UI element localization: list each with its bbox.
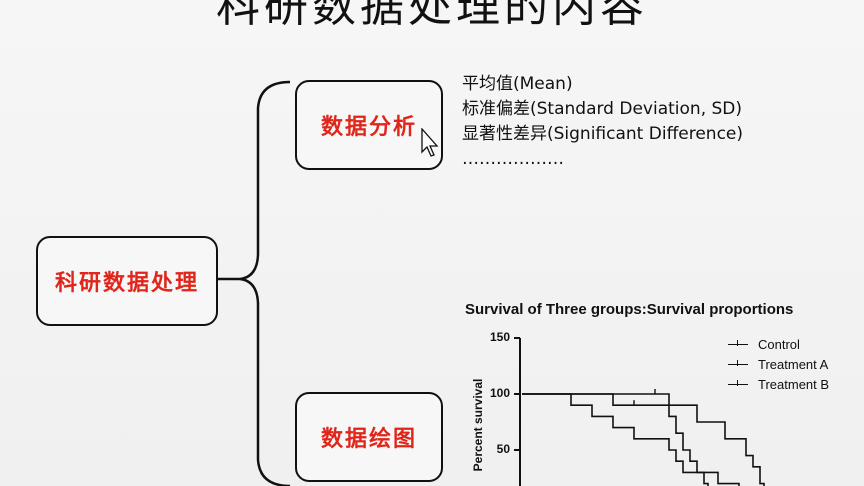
series-line-2 [522, 393, 765, 486]
legend-marker-icon [728, 339, 748, 349]
legend-marker-icon [728, 379, 748, 389]
legend-marker-icon [728, 359, 748, 369]
legend-label-control: Control [758, 336, 800, 352]
analysis-node[interactable]: 数据分析 [295, 80, 443, 170]
series-line-1 [522, 393, 709, 486]
mouse-pointer-icon [421, 128, 439, 157]
plotting-node[interactable]: 数据绘图 [295, 392, 443, 482]
root-node: 科研数据处理 [36, 236, 218, 326]
metric-ellipsis: ……………… [462, 149, 564, 169]
legend-item-treatment-b: Treatment B [728, 374, 829, 394]
y-tick-label: 100 [489, 386, 510, 400]
metric-mean: 平均值(Mean) [462, 74, 573, 94]
legend-label-treatment-b: Treatment B [758, 376, 830, 392]
legend-item-treatment-a: Treatment A [728, 354, 829, 374]
metric-sd: 标准偏差(Standard Deviation, SD) [462, 99, 743, 119]
y-tick-label: 150 [489, 330, 510, 344]
legend-label-treatment-a: Treatment A [758, 356, 829, 372]
root-node-label: 科研数据处理 [54, 271, 199, 296]
legend-item-control: Control [728, 334, 829, 354]
metric-significance: 显著性差异(Significant Difference) [462, 124, 744, 144]
chart-legend: Control Treatment A Treatment B [728, 334, 829, 394]
slide-title: 科研数据处理的内容 [216, 0, 648, 32]
metric-list: 平均值(Mean) 标准偏差(Standard Deviation, SD) 显… [462, 72, 743, 172]
chart-title: Survival of Three groups:Survival propor… [465, 301, 794, 318]
series-line-0 [522, 393, 744, 486]
analysis-node-label: 数据分析 [320, 115, 417, 140]
y-tick-label: 50 [496, 442, 510, 456]
plotting-node-label: 数据绘图 [320, 427, 417, 452]
